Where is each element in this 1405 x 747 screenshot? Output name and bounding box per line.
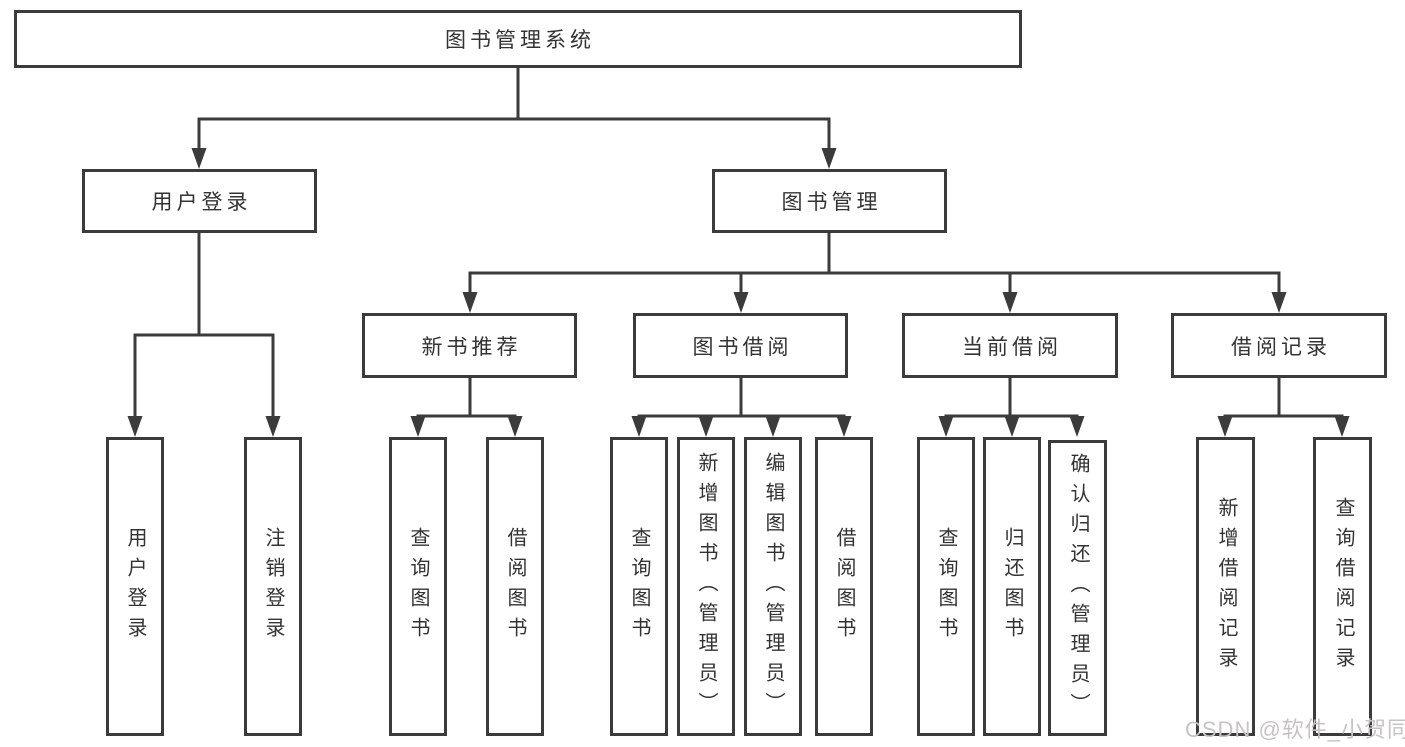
node-user-login: 用户登录 (82, 169, 317, 233)
csdn-watermark: CSDN @软件_小贺同学 (1185, 717, 1405, 742)
node-book-borrowing: 图书借阅 (633, 313, 848, 378)
node-book-management: 图书管理 (712, 169, 947, 233)
leaf-borrow-books-recommend: 借阅图书 (486, 437, 544, 736)
leaf-add-books-admin: 新增图书（管理员） (677, 437, 735, 736)
leaf-query-books-borrowing: 查询图书 (610, 437, 668, 736)
node-current-borrowing: 当前借阅 (902, 313, 1118, 378)
leaf-query-books-current: 查询图书 (917, 437, 975, 736)
node-book-management-system: 图书管理系统 (14, 10, 1022, 68)
leaf-user-login: 用户登录 (106, 437, 164, 736)
leaf-edit-books-admin: 编辑图书（管理员） (744, 437, 802, 736)
leaf-add-borrow-record: 新增借阅记录 (1196, 437, 1255, 736)
leaf-confirm-return-admin: 确认归还（管理员） (1048, 440, 1107, 736)
arrowheads (127, 148, 1350, 437)
node-borrowing-records: 借阅记录 (1171, 313, 1387, 378)
leaf-logout: 注销登录 (244, 437, 302, 736)
node-new-book-recommendation: 新书推荐 (362, 313, 577, 378)
leaf-borrow-books: 借阅图书 (815, 437, 873, 736)
leaf-query-borrow-record: 查询借阅记录 (1313, 437, 1372, 736)
leaf-return-books: 归还图书 (983, 437, 1041, 736)
leaf-query-books-recommend: 查询图书 (389, 437, 447, 736)
